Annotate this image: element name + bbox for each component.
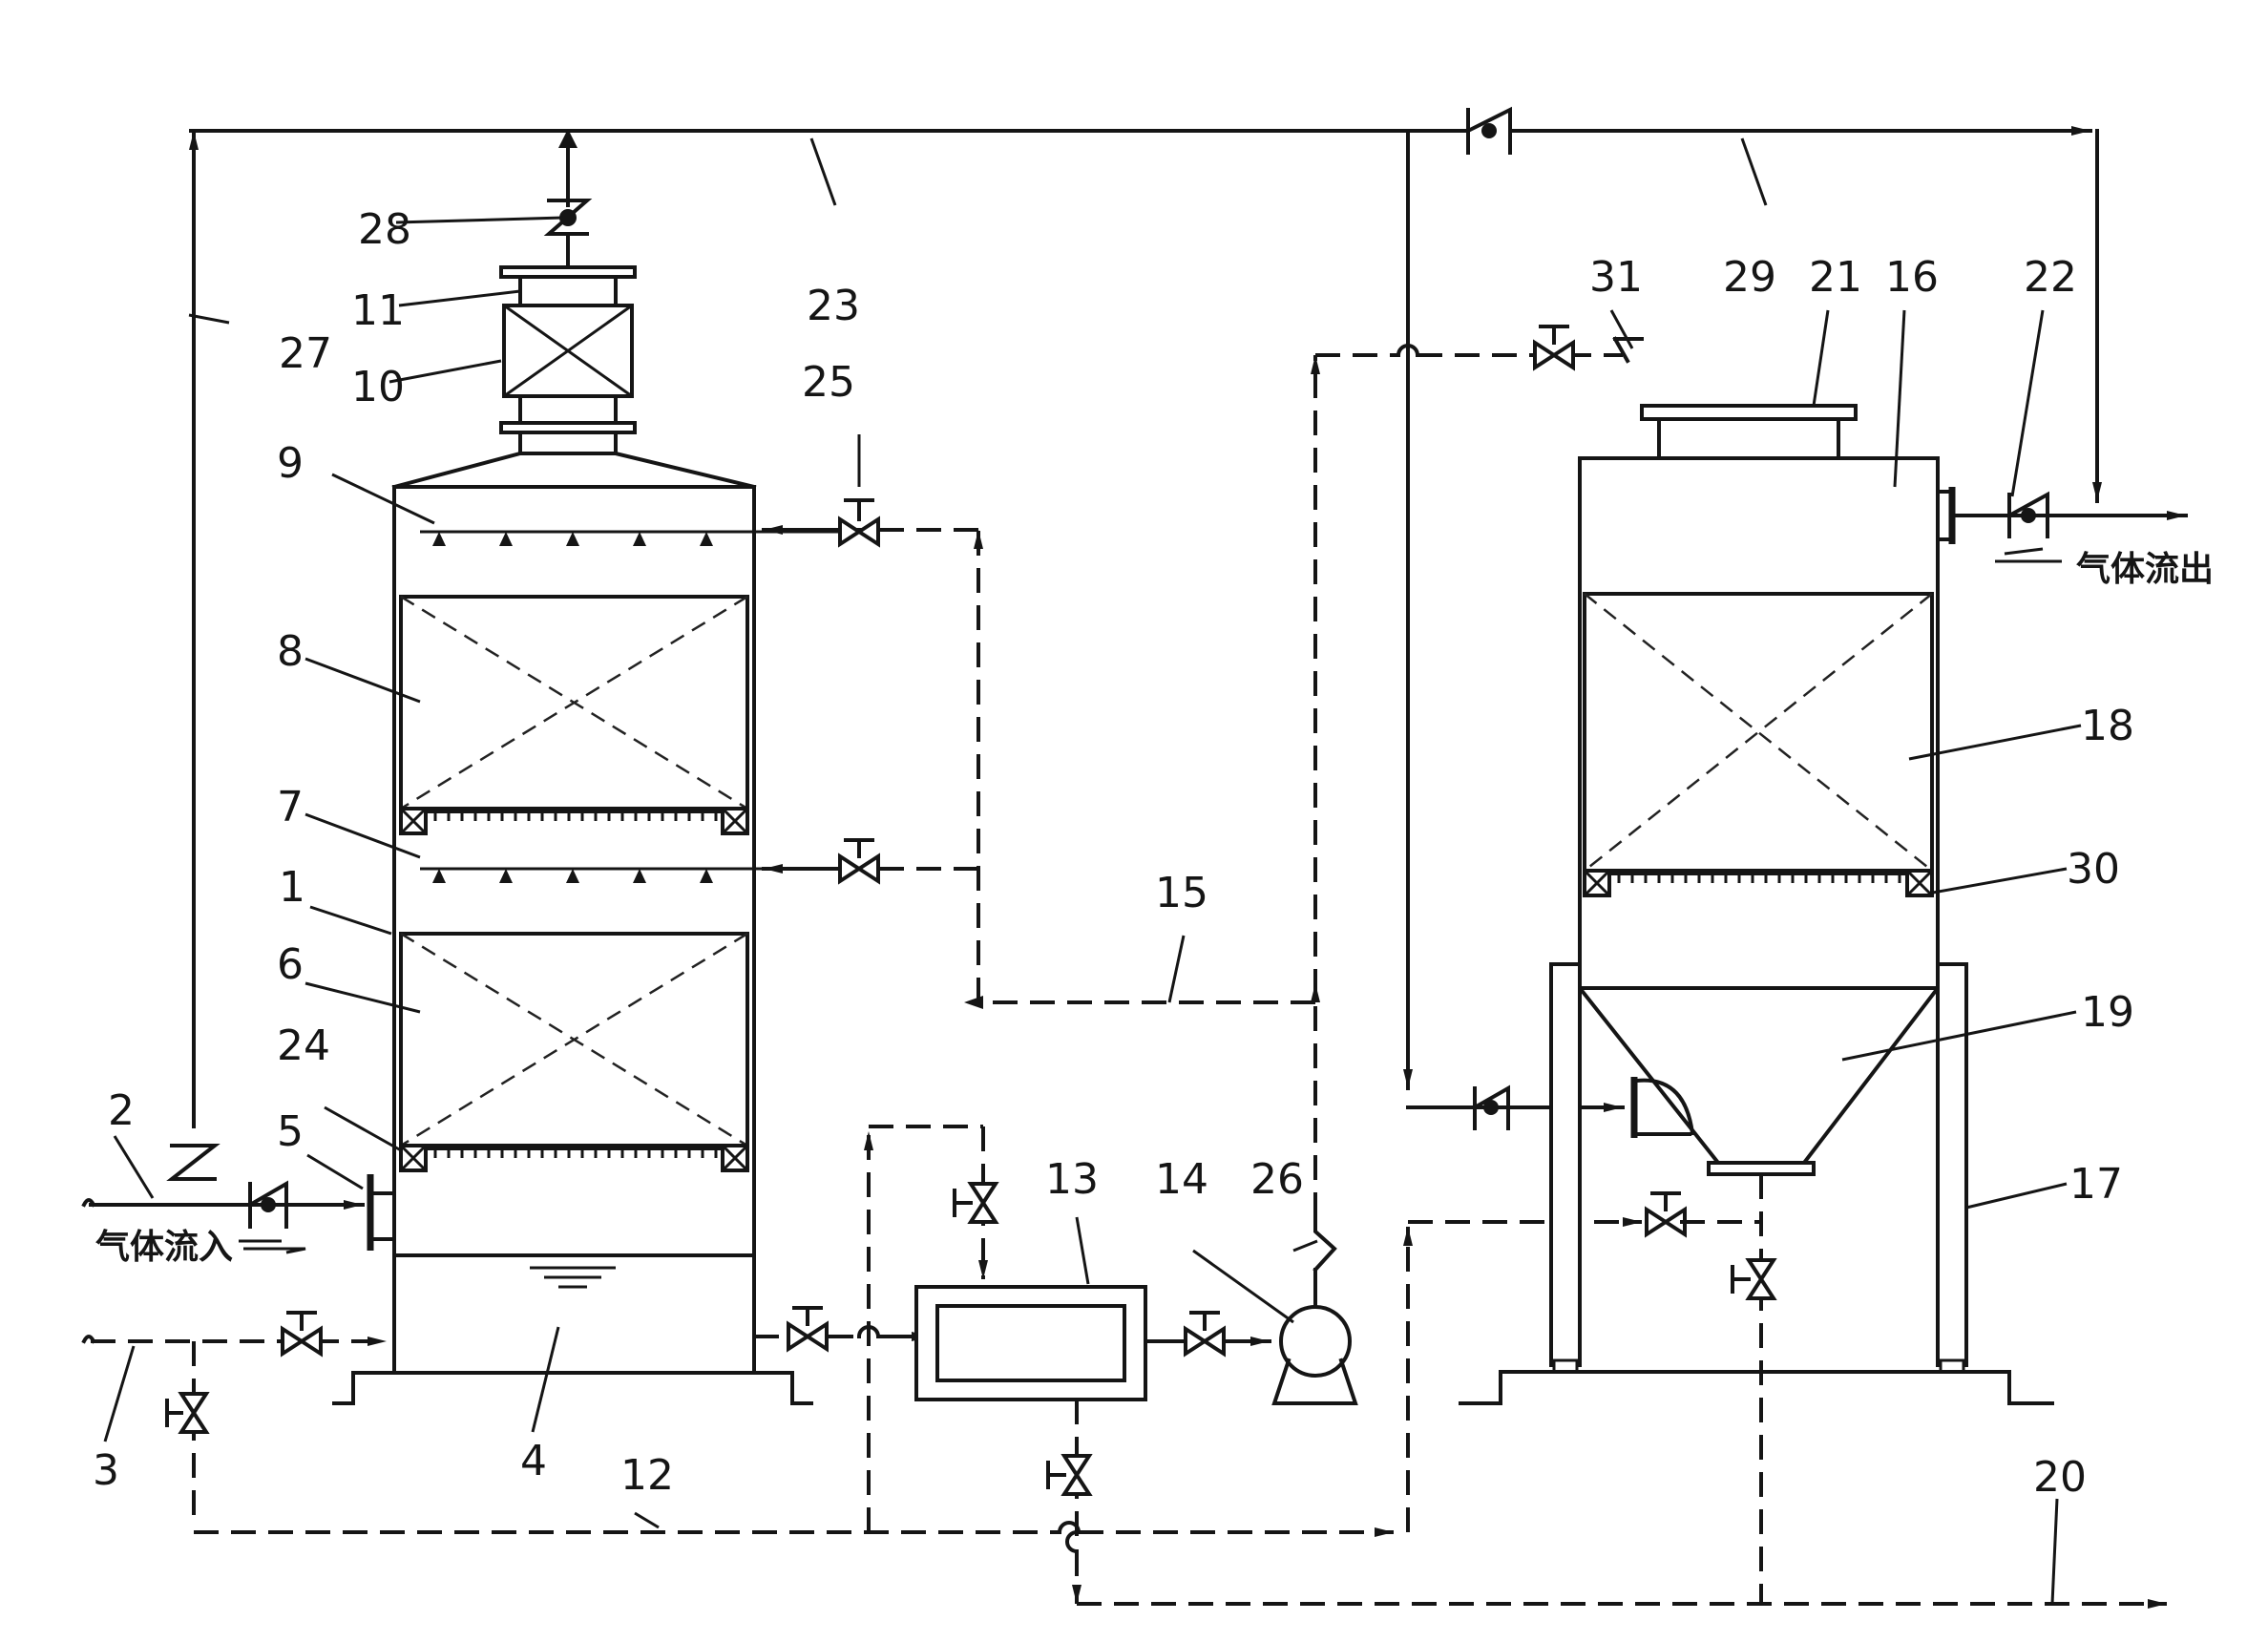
- gas-inlet-2: [81, 1144, 396, 1254]
- label-30: 30: [2067, 845, 2120, 894]
- label-17: 17: [2069, 1160, 2123, 1209]
- adsorption-tower-16: [1406, 404, 2188, 1604]
- label-15: 15: [1155, 869, 1208, 917]
- label-2: 2: [108, 1086, 135, 1135]
- check-valve-header: [1465, 106, 1512, 155]
- label-21: 21: [1809, 253, 1862, 302]
- header-pipe-23: [189, 126, 2102, 1128]
- label-31: 31: [1589, 253, 1643, 302]
- label-16: 16: [1885, 253, 1939, 302]
- settling-tank-13: [914, 1285, 1147, 1554]
- label-8: 8: [277, 627, 304, 676]
- absorption-tower-1: [332, 129, 845, 1405]
- packing-layer-18: [1583, 592, 1934, 873]
- label-22: 22: [2024, 253, 2077, 302]
- recirculation-line-15: [762, 325, 1644, 1217]
- packing-layer-6: [399, 932, 749, 1147]
- callout-labels: 1 2 3 4 5 6 7 8 9 10 11 12 13 14 15 16 1…: [93, 205, 2134, 1502]
- label-24: 24: [277, 1021, 330, 1070]
- gas-out-label: 气体流出: [2076, 550, 2214, 589]
- liquid-inlet-3: [81, 1311, 387, 1527]
- label-3: 3: [93, 1446, 119, 1495]
- label-29: 29: [1723, 253, 1776, 302]
- label-5: 5: [277, 1107, 304, 1156]
- label-10: 10: [351, 363, 405, 411]
- label-18: 18: [2081, 702, 2134, 750]
- label-9: 9: [277, 439, 304, 488]
- label-26: 26: [1250, 1155, 1304, 1204]
- label-20: 20: [2033, 1453, 2087, 1502]
- packing-layer-8: [399, 595, 749, 810]
- label-6: 6: [277, 940, 304, 989]
- label-1: 1: [279, 863, 305, 912]
- label-14: 14: [1155, 1155, 1208, 1204]
- label-7: 7: [277, 783, 304, 832]
- label-23: 23: [807, 282, 860, 330]
- label-12: 12: [620, 1451, 674, 1500]
- label-11: 11: [351, 286, 405, 335]
- label-4: 4: [520, 1437, 547, 1485]
- label-27: 27: [279, 329, 332, 378]
- leader-lines: [103, 137, 2082, 1605]
- label-28: 28: [358, 205, 411, 254]
- label-25: 25: [802, 358, 855, 407]
- label-19: 19: [2081, 988, 2134, 1037]
- drain-line-12: [194, 1125, 1642, 1537]
- label-13: 13: [1045, 1155, 1099, 1204]
- gas-in-label: 气体流入: [95, 1228, 233, 1267]
- outlet-to-tank-13: [754, 1306, 933, 1351]
- pump-14: [1144, 1215, 1358, 1405]
- discharge-line-20: [1072, 1551, 2167, 1609]
